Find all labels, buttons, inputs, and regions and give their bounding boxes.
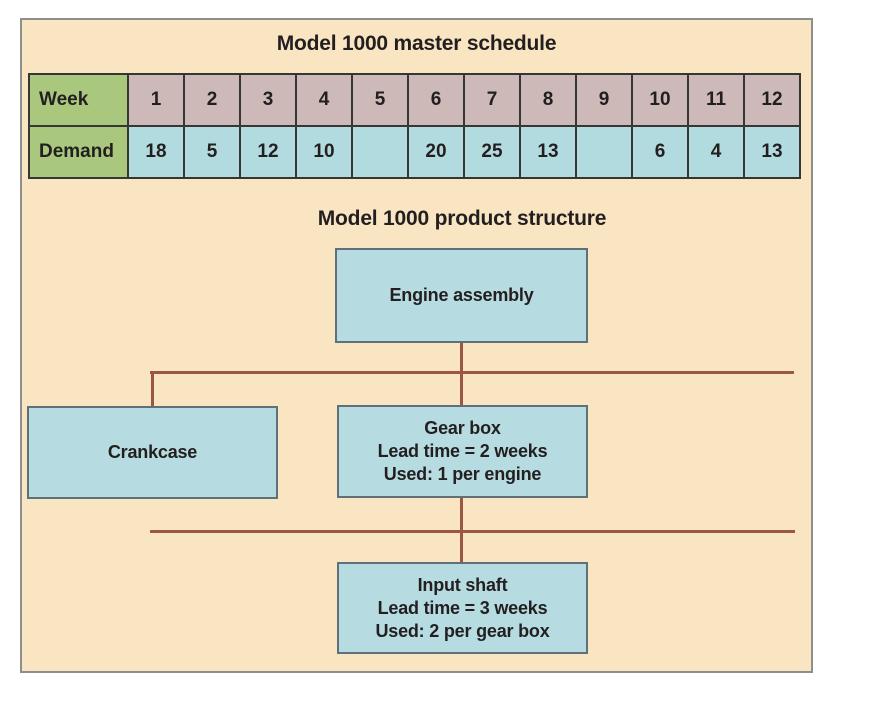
- week-cell-8: 8: [519, 75, 575, 125]
- connector-engine-to-level1: [460, 343, 463, 407]
- product-structure-title: Model 1000 product structure: [317, 207, 607, 230]
- week-cell-5: 5: [351, 75, 407, 125]
- demand-cell-5: [351, 125, 407, 177]
- level2-connector-line: [150, 530, 795, 533]
- input-shaft-usage: Used: 2 per gear box: [375, 620, 550, 641]
- demand-cell-2: 5: [183, 125, 239, 177]
- week-cell-6: 6: [407, 75, 463, 125]
- week-cell-3: 3: [239, 75, 295, 125]
- week-cell-10: 10: [631, 75, 687, 125]
- input-shaft-lead-time: Lead time = 3 weeks: [377, 597, 548, 618]
- input-shaft-box: Input shaft Lead time = 3 weeks Used: 2 …: [337, 562, 588, 654]
- demand-cell-10: 6: [631, 125, 687, 177]
- connector-level1-to-crankcase: [151, 372, 154, 408]
- demand-cell-9: [575, 125, 631, 177]
- week-cell-7: 7: [463, 75, 519, 125]
- engine-assembly-box: Engine assembly: [335, 248, 588, 343]
- week-row-header: Week: [30, 75, 127, 125]
- week-cell-11: 11: [687, 75, 743, 125]
- demand-cell-7: 25: [463, 125, 519, 177]
- demand-cell-1: 18: [127, 125, 183, 177]
- engine-assembly-label: Engine assembly: [389, 285, 534, 305]
- week-cell-4: 4: [295, 75, 351, 125]
- gear-box-title: Gear box: [424, 418, 501, 438]
- demand-cell-8: 13: [519, 125, 575, 177]
- week-cell-9: 9: [575, 75, 631, 125]
- demand-cell-12: 13: [743, 125, 799, 177]
- crankcase-box: Crankcase: [27, 406, 278, 499]
- input-shaft-title: Input shaft: [417, 574, 508, 595]
- master-schedule-title: Model 1000 master schedule: [276, 32, 557, 55]
- demand-cell-6: 20: [407, 125, 463, 177]
- crankcase-label: Crankcase: [107, 442, 198, 462]
- gear-box-box: Gear box Lead time = 2 weeks Used: 1 per…: [337, 405, 588, 498]
- week-cell-1: 1: [127, 75, 183, 125]
- master-schedule-table: Week 1 2 3 4 5 6 7 8 9 10 11 12 Demand 1…: [28, 73, 801, 179]
- demand-cell-4: 10: [295, 125, 351, 177]
- gear-box-lead-time: Lead time = 2 weeks: [377, 441, 548, 461]
- demand-cell-11: 4: [687, 125, 743, 177]
- level1-connector-line: [150, 371, 794, 374]
- week-cell-12: 12: [743, 75, 799, 125]
- demand-cell-3: 12: [239, 125, 295, 177]
- gear-box-usage: Used: 1 per engine: [383, 464, 542, 484]
- week-cell-2: 2: [183, 75, 239, 125]
- demand-row-header: Demand: [30, 125, 127, 177]
